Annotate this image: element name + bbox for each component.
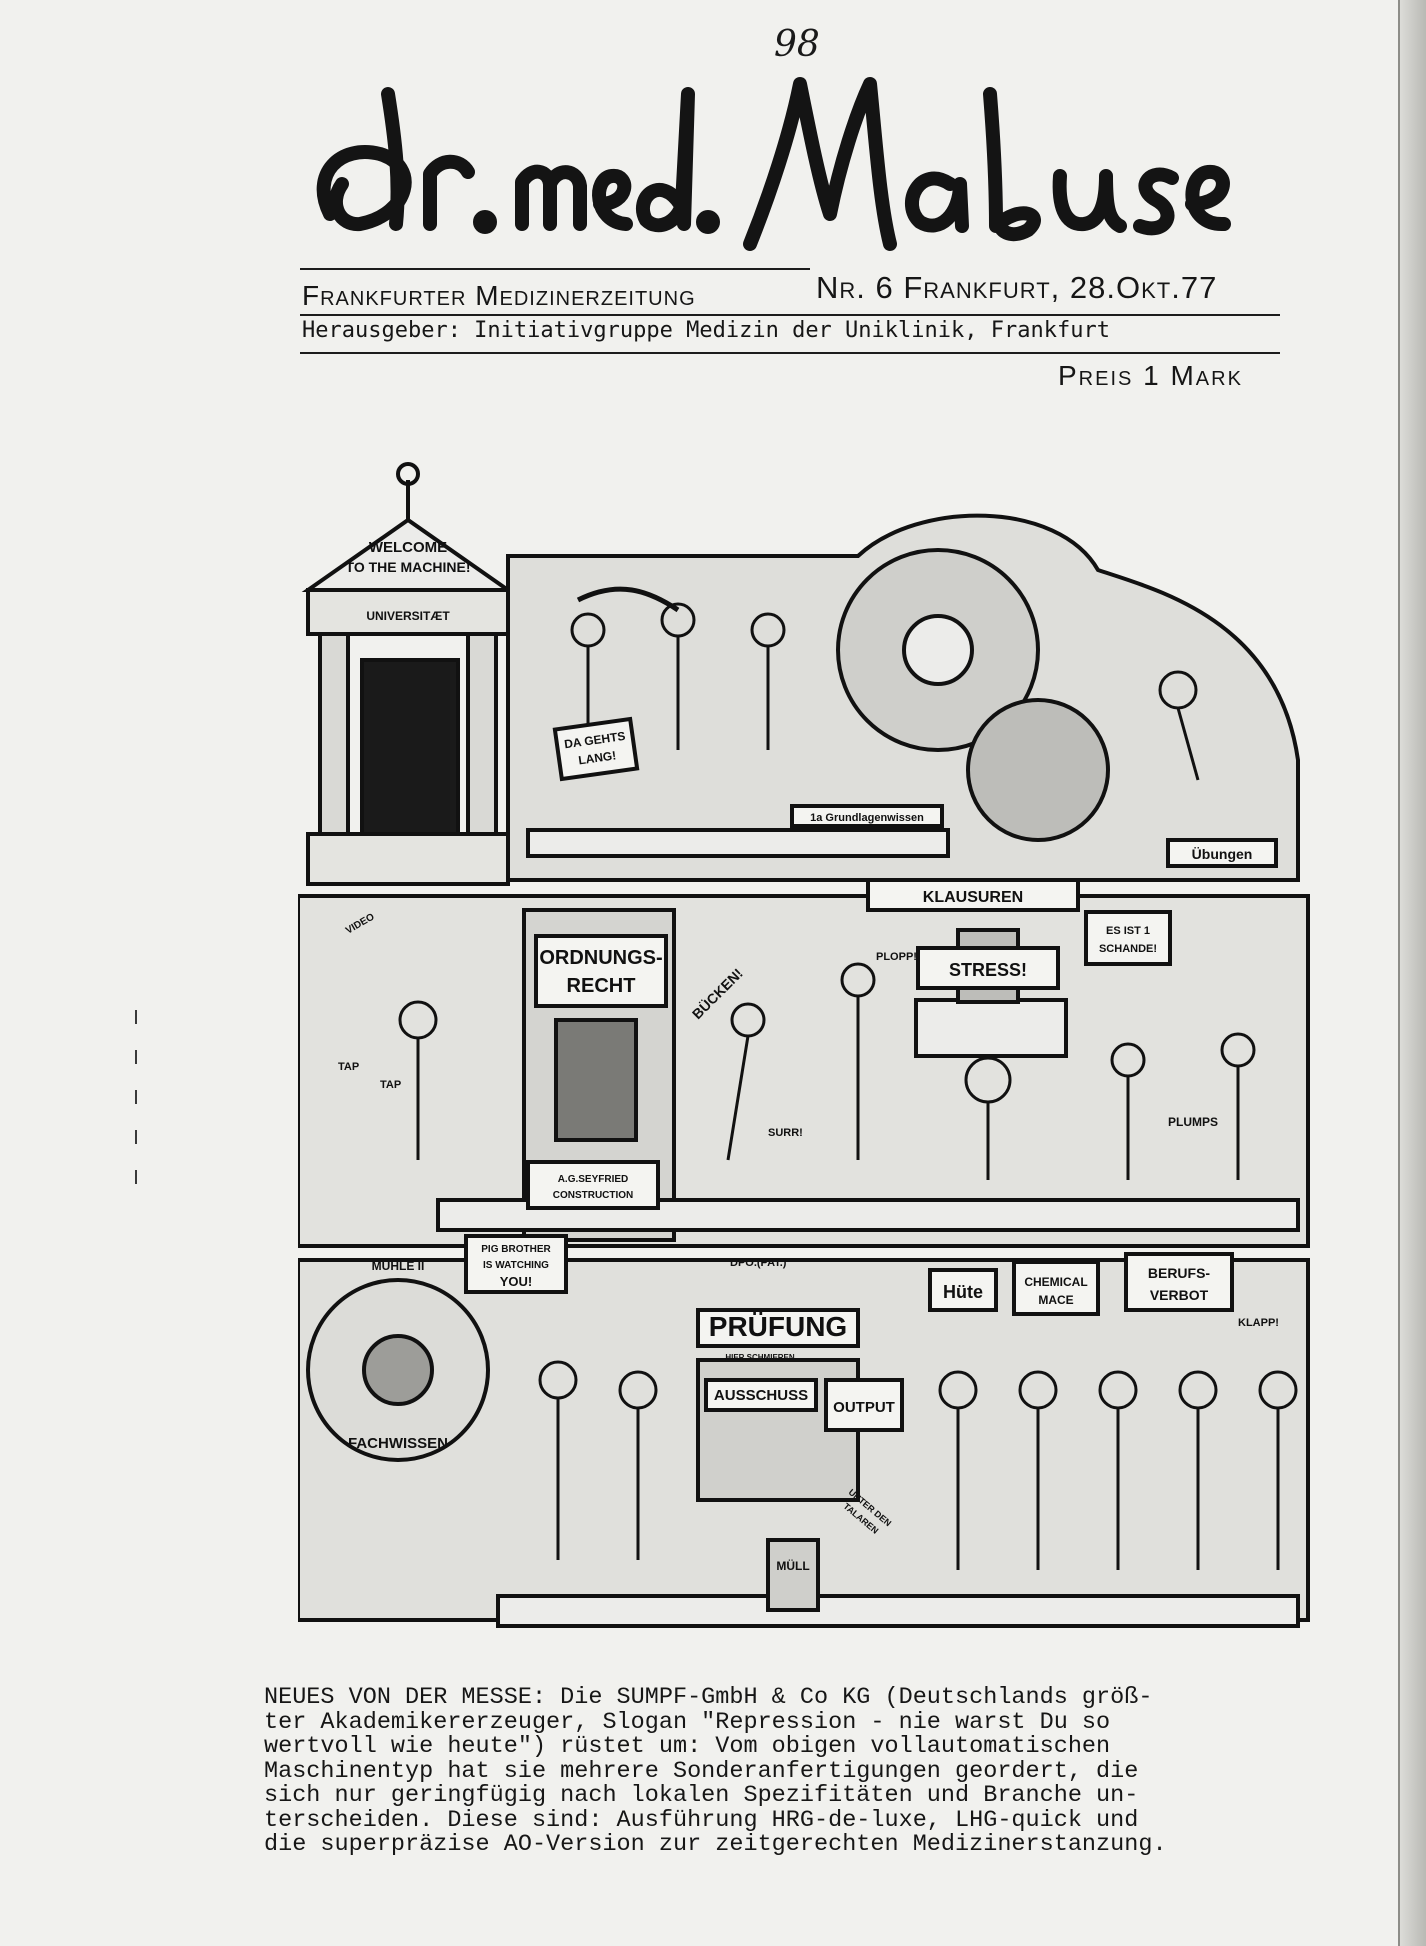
sign-da-gehts-2: LANG!	[577, 748, 617, 767]
sign-huete: Hüte	[943, 1282, 983, 1302]
masthead-logo-drawing	[316, 77, 1231, 251]
masthead-rule-bottom	[300, 352, 1280, 354]
page-edge-shadow	[1400, 0, 1426, 1946]
sign-muehle: MÜHLE II	[372, 1258, 425, 1273]
sign-plopp: PLOPP!	[876, 951, 917, 963]
sign-grundlagen: 1a Grundlagenwissen	[810, 812, 924, 824]
page-edge-line	[1398, 0, 1400, 1946]
sign-dpo: DPO.(PAT.)	[730, 1257, 787, 1269]
temple-column-left	[318, 632, 350, 836]
sound-plumps: PLUMPS	[1168, 1115, 1218, 1129]
sign-welcome-1: WELCOME	[369, 539, 447, 556]
margin-mark-1	[135, 1010, 137, 1024]
sign-ausschuss: AUSSCHUSS	[714, 1387, 808, 1404]
margin-mark-2	[135, 1050, 137, 1064]
sign-schande-2: SCHANDE!	[1099, 943, 1157, 955]
masthead-logo	[300, 54, 1240, 264]
temple-column-right	[466, 632, 498, 836]
sign-pig-brother-2: IS WATCHING	[483, 1260, 549, 1271]
publisher-line: Herausgeber: Initiativgruppe Medizin der…	[302, 318, 1110, 343]
sign-muell: MÜLL	[776, 1558, 809, 1573]
issue-line: Nr. 6 Frankfurt, 28.Okt.77	[816, 270, 1218, 305]
students-middle	[398, 962, 1256, 1180]
price-label: Preis 1 Mark	[1058, 360, 1243, 391]
sign-schande-1: ES IST 1	[1106, 925, 1150, 937]
sign-hier-schmieren: HIER SCHMIEREN	[725, 1353, 795, 1362]
artist-signature-2: CONSTRUCTION	[553, 1190, 634, 1201]
sound-surr: SURR!	[768, 1127, 803, 1139]
graduates-lower	[538, 1360, 1298, 1570]
article-text: NEUES VON DER MESSE: Die SUMPF-GmbH & Co…	[264, 1684, 1167, 1858]
sign-ordnungsrecht-2: RECHT	[567, 975, 636, 997]
sign-klausuren: KLAUSUREN	[923, 889, 1023, 906]
sign-pruefung: PRÜFUNG	[709, 1311, 847, 1342]
sound-tap-1: TAP	[338, 1061, 359, 1073]
sound-klapp: KLAPP!	[1238, 1317, 1279, 1329]
sign-pig-brother-1: PIG BROTHER	[481, 1244, 551, 1255]
sign-pig-brother-3: YOU!	[500, 1274, 533, 1289]
cartoon-svg: WELCOME TO THE MACHINE! UNIVERSITÆT DA G…	[298, 462, 1310, 1628]
sign-stress: STRESS!	[949, 960, 1027, 980]
sign-university: UNIVERSITÆT	[366, 609, 450, 623]
sign-berufsverbot-2: VERBOT	[1150, 1287, 1209, 1303]
small-gear	[966, 698, 1110, 842]
handwritten-page-number: 98	[774, 24, 820, 65]
masthead-rule-top	[300, 268, 810, 270]
masthead-rule-mid	[300, 314, 1280, 316]
sign-fachwissen: FACHWISSEN	[348, 1435, 448, 1452]
sign-chemical-2: MACE	[1038, 1293, 1073, 1307]
sign-uebungen: Übungen	[1192, 846, 1253, 862]
sound-tap-2: TAP	[380, 1079, 401, 1091]
conveyor-upper	[526, 828, 950, 858]
sign-output: OUTPUT	[833, 1399, 895, 1416]
temple-door	[360, 658, 460, 836]
press-block	[914, 998, 1068, 1058]
margin-mark-3	[135, 1090, 137, 1104]
cell-door	[554, 1018, 638, 1142]
margin-mark-4	[135, 1130, 137, 1144]
conveyor-lower	[496, 1594, 1300, 1628]
sign-welcome-2: TO THE MACHINE!	[346, 559, 471, 575]
margin-mark-5	[135, 1170, 137, 1184]
cartoon-illustration: WELCOME TO THE MACHINE! UNIVERSITÆT DA G…	[298, 460, 1322, 1660]
sign-chemical-1: CHEMICAL	[1024, 1275, 1087, 1289]
sign-berufsverbot-1: BERUFS-	[1148, 1265, 1211, 1281]
sign-ordnungsrecht-1: ORDNUNGS-	[539, 947, 662, 969]
artist-signature-1: A.G.SEYFRIED	[558, 1174, 629, 1185]
publication-subtitle: Frankfurter Medizinerzeitung	[302, 280, 696, 311]
